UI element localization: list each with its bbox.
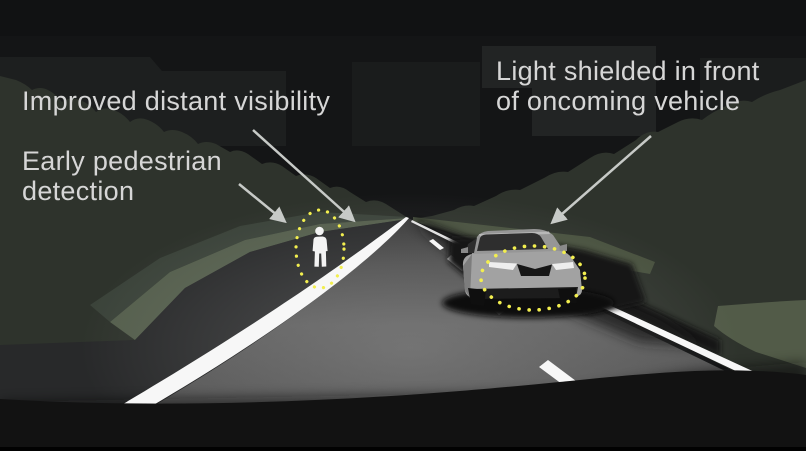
right-corner-grass bbox=[714, 300, 806, 368]
improved-distant-visibility-label: Improved distant visibility bbox=[22, 86, 452, 116]
label-line: Early pedestrian bbox=[22, 146, 222, 176]
oncoming-car bbox=[442, 229, 646, 318]
car-grille bbox=[517, 264, 552, 276]
label-line: Improved distant visibility bbox=[22, 86, 331, 116]
car-mirror-right bbox=[559, 244, 567, 251]
sky-top-band bbox=[0, 0, 806, 36]
annotation-arrows bbox=[238, 129, 652, 225]
bottom-black-strip bbox=[0, 447, 806, 451]
car-windshield bbox=[477, 233, 548, 251]
car-side-window bbox=[466, 238, 477, 253]
car-left-fender-shade bbox=[463, 254, 472, 298]
distant-visibility-arrow bbox=[252, 129, 356, 223]
car-headlight-left bbox=[489, 262, 517, 270]
sky-cloud-patch-mid bbox=[352, 62, 480, 146]
car-mirror-left bbox=[461, 247, 468, 253]
label-line: of oncoming vehicle bbox=[496, 86, 741, 116]
car-headlight-right bbox=[552, 262, 574, 270]
car-highlight-ellipse bbox=[479, 244, 587, 312]
pedestrian-silhouette bbox=[312, 226, 328, 267]
pedestrian-highlight-ellipse bbox=[294, 208, 346, 290]
label-line: Light shielded in front bbox=[496, 56, 760, 86]
early-pedestrian-detection-label: Early pedestrian detection bbox=[22, 146, 262, 206]
car-wheel-right bbox=[558, 288, 577, 304]
car-bumper-shadow bbox=[472, 287, 578, 299]
sky-cloud-patch-right bbox=[482, 46, 656, 136]
light-shielded-label: Light shielded in front of oncoming vehi… bbox=[496, 56, 786, 116]
label-line: detection bbox=[22, 176, 135, 206]
pedestrian-detection-arrow bbox=[238, 183, 287, 224]
car-wheel-left bbox=[468, 288, 486, 306]
light-shield-arrow bbox=[550, 135, 652, 225]
hood-silhouette bbox=[0, 370, 806, 451]
